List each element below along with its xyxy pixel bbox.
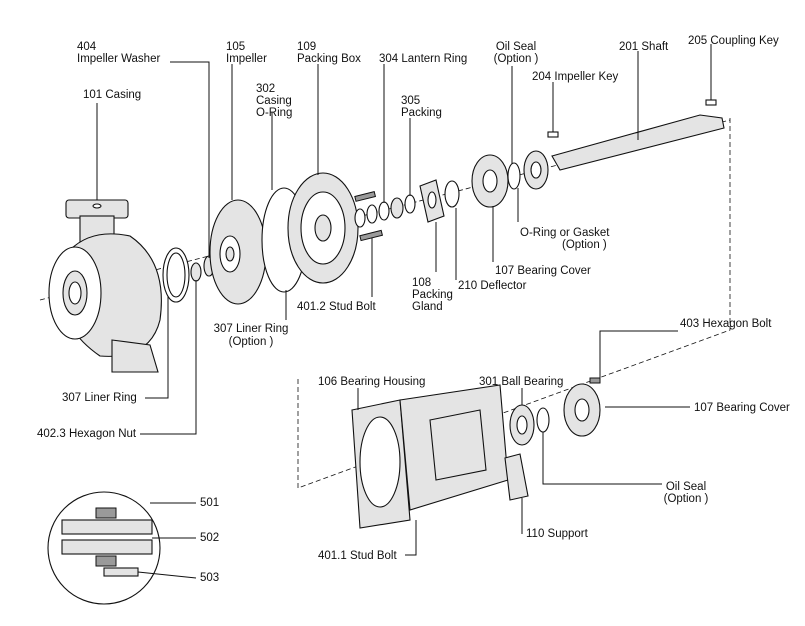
label-shaft: 201 Shaft [619, 41, 669, 53]
label-coupling-key: 205 Coupling Key [688, 35, 779, 47]
label-bearing-cover-right: 107 Bearing Cover [694, 402, 790, 414]
hexagon-bolt [589, 377, 601, 384]
label-detail-503: 503 [200, 572, 220, 584]
label-impeller-no: 105 [226, 41, 246, 53]
label-packing-box: Packing Box [297, 53, 361, 65]
label-deflector: 210 Deflector [458, 280, 527, 292]
label-packing-gland-1: 108 [412, 277, 432, 289]
label-stud-bolt-401: 401.1 Stud Bolt [318, 550, 397, 562]
label-hexagon-nut: 402.3 Hexagon Nut [37, 428, 137, 440]
support [504, 453, 529, 501]
ball-bearing-top-inner [530, 161, 542, 179]
bearing-cover-right-inner [574, 398, 590, 422]
label-impeller-washer: Impeller Washer [77, 53, 161, 65]
label-packing-no: 305 [401, 95, 421, 107]
stud-bolt-lower [359, 229, 384, 242]
label-detail-501: 501 [200, 497, 220, 509]
oil-seal-lower [536, 407, 550, 433]
label-impeller: Impeller [226, 53, 267, 65]
label-oil-seal-bottom-2: (Option ) [663, 493, 709, 505]
packing-box [287, 172, 359, 284]
label-liner-ring-option-2: (Option ) [228, 336, 274, 348]
label-bearing-housing: 106 Bearing Housing [318, 376, 426, 388]
packing-gland [419, 179, 445, 223]
label-liner-ring: 307 Liner Ring [62, 392, 137, 404]
casing [48, 199, 162, 373]
label-detail-502: 502 [200, 532, 220, 544]
label-hexagon-bolt: 403 Hexagon Bolt [680, 318, 772, 330]
label-stud-bolt-402: 401.2 Stud Bolt [297, 301, 376, 313]
label-oil-seal-bottom-1: Oil Seal [665, 481, 707, 493]
label-bearing-cover-top: 107 Bearing Cover [495, 265, 591, 277]
oil-seal-top [507, 162, 521, 190]
leader-lines [96, 44, 712, 579]
label-packing-gland-2: Packing [412, 289, 453, 301]
housing-frame [297, 118, 731, 489]
label-ball-bearing: 301 Ball Bearing [479, 376, 564, 388]
liner-ring-inner [166, 252, 186, 298]
impeller-washer [190, 262, 202, 282]
packing-rings [354, 194, 416, 228]
label-oil-seal-top-2: (Option ) [493, 53, 539, 65]
label-casing: 101 Casing [83, 89, 142, 101]
label-oring-gasket-1: O-Ring or Gasket [520, 227, 610, 239]
label-lantern-ring: 304 Lantern Ring [379, 53, 468, 65]
label-support: 110 Support [526, 528, 588, 540]
impeller-key [547, 131, 559, 138]
shaft [551, 114, 725, 171]
label-casing-oring-no: 302 [256, 83, 276, 95]
deflector [444, 180, 460, 208]
label-packing-gland-3: Gland [412, 301, 443, 313]
label-liner-ring-option-1: 307 Liner Ring [213, 323, 289, 335]
label-packing: Packing [401, 107, 442, 119]
bearing-cover-top [471, 154, 509, 208]
label-oring-gasket-2: (Option ) [562, 239, 607, 251]
seal-detail-circle [47, 491, 161, 605]
label-impeller-washer-no: 404 [77, 41, 97, 53]
label-casing-oring-2: O-Ring [256, 107, 293, 119]
label-oil-seal-top-1: Oil Seal [495, 41, 537, 53]
label-casing-oring-1: Casing [256, 95, 292, 107]
impeller [209, 199, 267, 305]
label-packing-box-no: 109 [297, 41, 317, 53]
label-impeller-key: 204 Impeller Key [532, 71, 619, 83]
ball-bearing-inner [516, 415, 528, 435]
bearing-housing [351, 384, 509, 529]
coupling-key [705, 99, 717, 106]
stud-bolt-upper [354, 191, 377, 202]
